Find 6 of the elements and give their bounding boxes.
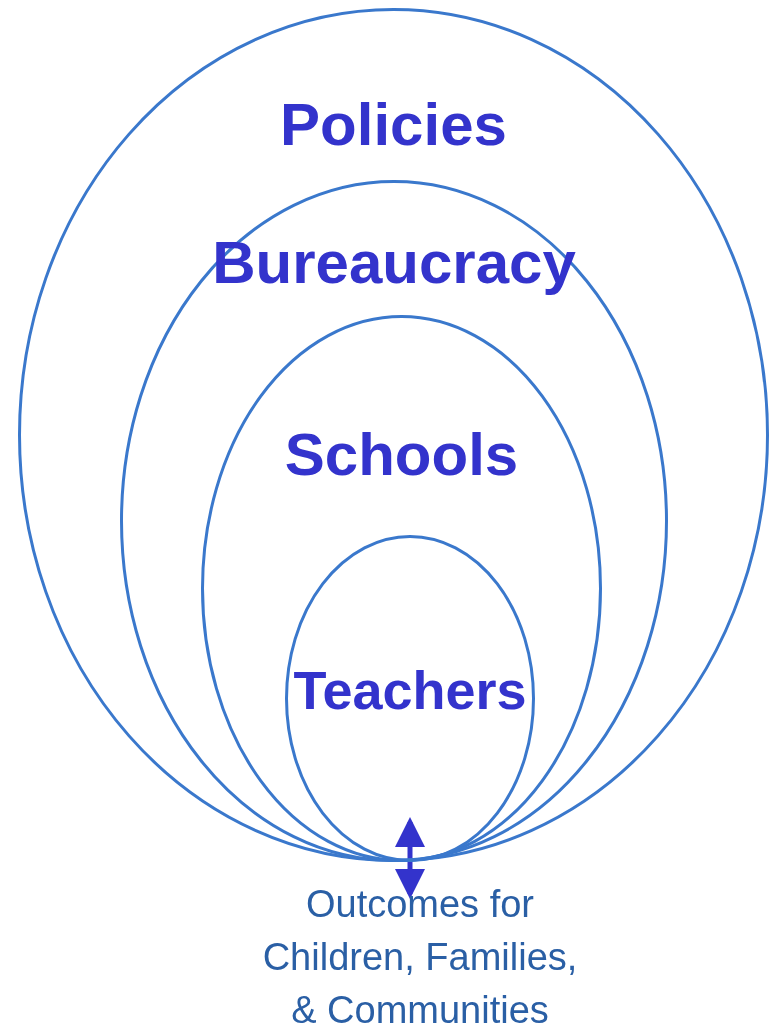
level-label: Policies: [280, 90, 507, 159]
outcomes-label: Outcomes for Children, Families, & Communities: [261, 882, 579, 1031]
level-label: Teachers: [293, 659, 527, 721]
double-arrow: [395, 817, 425, 899]
level-label: Bureaucracy: [212, 228, 576, 297]
level-label: Schools: [284, 420, 519, 489]
